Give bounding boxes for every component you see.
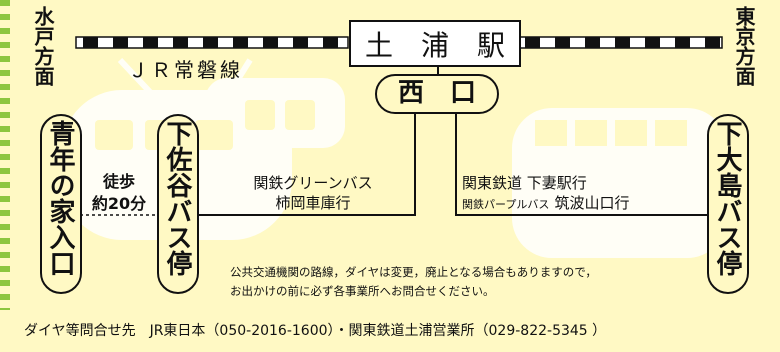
direction-mito: 水戸方面 bbox=[31, 6, 55, 86]
stop-oshima-label: 下大島バス停 bbox=[712, 120, 742, 276]
west-exit-box bbox=[375, 74, 499, 114]
kanto-tetsudo-line2: 関鉄パープルバス 筑波山口行 bbox=[462, 192, 629, 213]
stop-oshima bbox=[707, 114, 749, 294]
direction-tokyo: 東京方面 bbox=[732, 6, 756, 86]
rail-line-name: ＪＲ常磐線 bbox=[128, 58, 243, 82]
station-name: 土 浦 駅 bbox=[364, 29, 505, 62]
west-exit-label: 西 口 bbox=[397, 78, 476, 108]
stop-shimosaya bbox=[157, 114, 199, 294]
left-edge-dashes bbox=[0, 0, 10, 352]
train-windows bbox=[95, 100, 315, 150]
stop-seinen-no-ie-label: 青年の家入口 bbox=[45, 120, 75, 276]
stop-shimosaya-label: 下佐谷バス停 bbox=[162, 120, 192, 276]
stop-seinen-no-ie bbox=[40, 114, 82, 294]
station-box bbox=[349, 20, 521, 67]
walk-time: 約20分 bbox=[91, 194, 147, 213]
kantetsu-green-line1: 関鉄グリーンバス bbox=[253, 174, 373, 192]
rail-line-left bbox=[75, 36, 349, 49]
kantetsu-green-line2: 柿岡車庫行 bbox=[275, 194, 351, 212]
bus-illustration bbox=[512, 108, 727, 258]
rail-line-right bbox=[519, 36, 723, 49]
footer-band bbox=[0, 310, 780, 352]
kanto-tetsudo-line1: 関東鉄道 下妻駅行 bbox=[462, 174, 587, 192]
purple-bus-name: 関鉄パープルバス bbox=[462, 198, 550, 211]
route-kantetsu-green bbox=[197, 110, 416, 216]
footer-contact: ダイヤ等問合せ先 JR東日本（050-2016-1600）・関東鉄道土浦営業所（… bbox=[24, 323, 607, 339]
purple-bus-destination: 筑波山口行 bbox=[554, 194, 630, 212]
notice-line2: お出かけの前に必ず各事業所へお問合せください。 bbox=[230, 284, 495, 298]
walk-label: 徒歩 bbox=[102, 172, 135, 191]
route-kanto-tetsudo bbox=[455, 110, 710, 216]
notice-line1: 公共交通機関の路線，ダイヤは変更，廃止となる場合もありますので， bbox=[230, 265, 597, 279]
